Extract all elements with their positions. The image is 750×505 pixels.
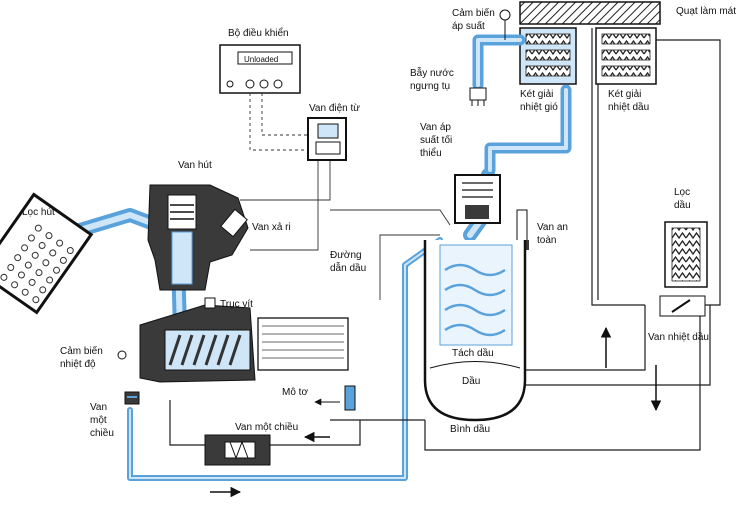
pressure-sensor-dot xyxy=(499,9,511,21)
label-thermostatic-valve: Van nhiệt dầu xyxy=(648,331,709,343)
controller-box xyxy=(219,44,301,94)
label-bottom-check-valve: Van một chiều xyxy=(235,421,298,433)
left-check-valve xyxy=(124,391,140,405)
label-vent-valve: Van xả ri xyxy=(252,222,291,233)
label-pressure-sensor: Cảm biến áp suất xyxy=(452,7,498,32)
air-cooler xyxy=(519,27,577,85)
condensate-trap xyxy=(469,87,487,106)
oil-lines xyxy=(169,28,721,451)
label-solenoid-valve: Van điện từ xyxy=(309,103,360,114)
min-pressure-valve xyxy=(454,174,501,224)
cooling-fan xyxy=(519,1,661,25)
label-oil-tank: Bình dầu xyxy=(450,423,490,435)
motor-coupling xyxy=(344,385,356,411)
display-status: Unloaded xyxy=(244,55,278,64)
signal-line-1 xyxy=(249,93,310,151)
label-cooling-fan: Quạt làm mát xyxy=(676,6,736,17)
oil-tank xyxy=(423,240,527,422)
label-intake-valve: Van hút xyxy=(178,160,212,171)
label-screw-shaft: Trục vít xyxy=(220,299,253,310)
motor xyxy=(257,317,349,371)
label-motor: Mô tơ xyxy=(282,387,308,398)
screw-housing xyxy=(139,297,256,383)
label-controller: Bộ điều khiển xyxy=(228,27,289,39)
oil-filter xyxy=(664,221,708,288)
label-oil: Dầu xyxy=(462,375,480,387)
intake-filter xyxy=(0,192,94,315)
signal-line-2 xyxy=(261,93,310,136)
temp-sensor-dot xyxy=(117,350,127,360)
intake-valve-assembly xyxy=(147,184,249,291)
label-separator: Tách dầu xyxy=(452,347,494,359)
bottom-check-valve xyxy=(204,434,271,466)
solenoid-valve xyxy=(307,117,347,161)
thermostatic-valve xyxy=(659,295,706,317)
label-intake-filter: Lọc hút xyxy=(22,207,55,218)
oil-cooler xyxy=(595,27,657,85)
